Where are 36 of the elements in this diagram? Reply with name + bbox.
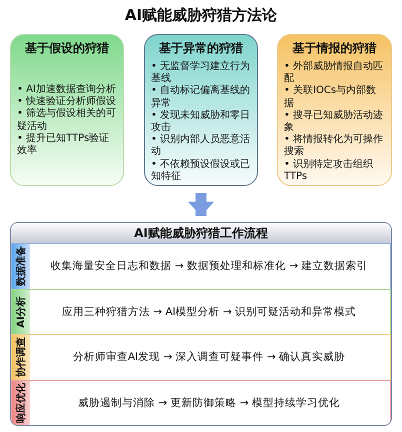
lane-label: AI分析 (14, 296, 28, 328)
workflow-header: AI赋能威胁狩猎工作流程 (11, 223, 391, 244)
lane-label: 数据准备 (14, 246, 28, 286)
bullet-item: • 将情报转化为可操作搜索 (284, 134, 384, 158)
bullet-item: • 不依赖预设假设或已知特征 (151, 158, 251, 183)
lane-label: 响应优化 (14, 382, 28, 423)
method-card (10, 34, 124, 186)
workflow-lane (11, 380, 391, 425)
bullet-item: • 筛选与假设相关的可疑活动 (17, 108, 117, 132)
method-card (277, 34, 392, 186)
arrow (188, 193, 214, 216)
card-heading: 基于假设的狩猎 (24, 40, 110, 57)
workflow-lane (11, 334, 391, 380)
bullet-item: • 无监督学习建立行为基线 (151, 61, 251, 84)
bullet-item: • 外部威胁情报自动匹配 (284, 61, 384, 84)
flow-text: 应用三种狩猎方法 → AI模型分析 → 识别可疑活动和异常模式 (60, 304, 358, 320)
lane-label: 协作调查 (14, 337, 28, 378)
bullet-item: • 识别内部人员恶意活动 (151, 134, 251, 158)
flow-text: 分析师审查AI发现 → 深入调查可疑事件 → 确认真实威胁 (72, 350, 346, 366)
bullet-item: • 自动标记偏离基线的异常 (151, 85, 251, 110)
card-heading: 基于异常的狩猎 (158, 40, 244, 57)
method-card (144, 34, 258, 186)
bullet-item: • 关联IOCs与内部数据 (284, 85, 378, 110)
bullet-item: • 提升已知TTPs验证效率 (17, 132, 110, 158)
card-heading: 基于情报的狩猎 (292, 40, 378, 57)
bullet-item: • 发现未知威胁和零日攻击 (151, 110, 251, 134)
bullet-item: • 识别特定攻击组织TTPs (284, 158, 374, 183)
flow-text: 收集海量安全日志和数据 → 数据预处理和标准化 → 建立数据索引 (50, 259, 368, 274)
bullet-item: • 搜寻已知威胁活动迹象 (284, 110, 384, 134)
workflow-panel (10, 222, 392, 426)
workflow-lane (11, 288, 391, 335)
bullet-item: • 快速验证分析师假设 (17, 96, 117, 108)
workflow-lane (11, 243, 391, 290)
diagram-title: AI赋能威胁狩猎方法论 (124, 6, 278, 25)
flow-text: 威胁遏制与消除 → 更新防御策略 → 模型持续学习优化 (77, 396, 341, 411)
bullet-item: • AI加速数据查询分析 (17, 84, 117, 96)
